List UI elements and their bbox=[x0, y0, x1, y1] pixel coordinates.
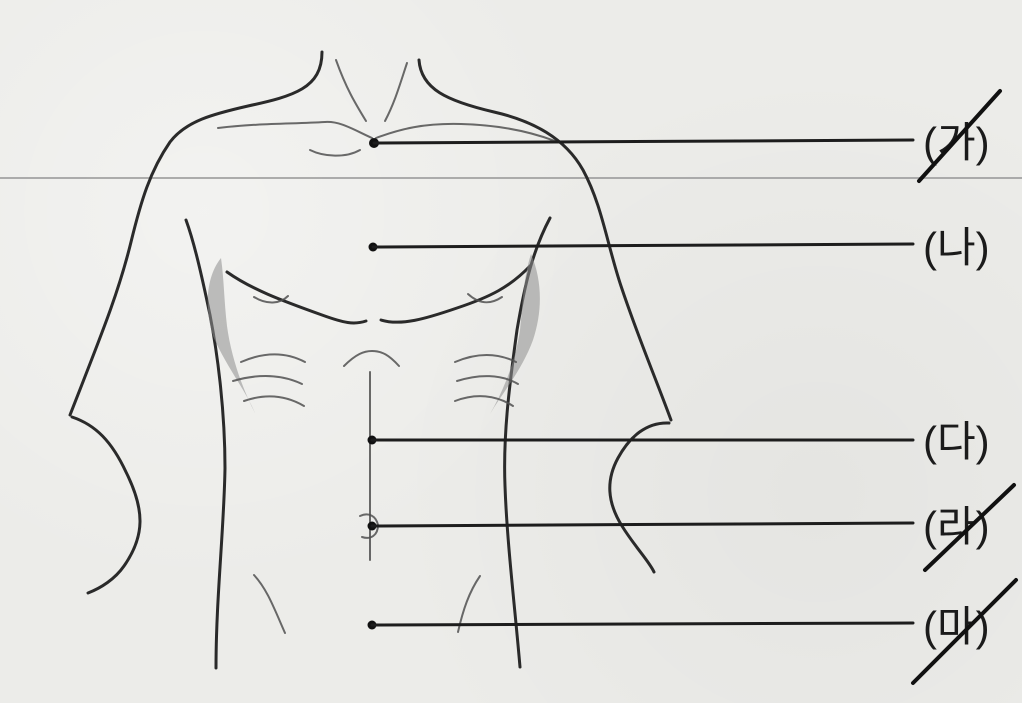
leader-ga bbox=[374, 140, 913, 143]
leader-ma bbox=[372, 623, 913, 625]
label-ma: (마) bbox=[923, 603, 990, 650]
label-ra: (라) bbox=[923, 503, 990, 550]
label-da: (다) bbox=[923, 418, 990, 465]
leader-na bbox=[373, 244, 913, 247]
label-group: (가) (나) (다) (라) (마) bbox=[913, 91, 1016, 683]
label-na: (나) bbox=[923, 224, 990, 271]
leader-ra bbox=[372, 523, 913, 526]
leader-lines bbox=[368, 138, 914, 630]
